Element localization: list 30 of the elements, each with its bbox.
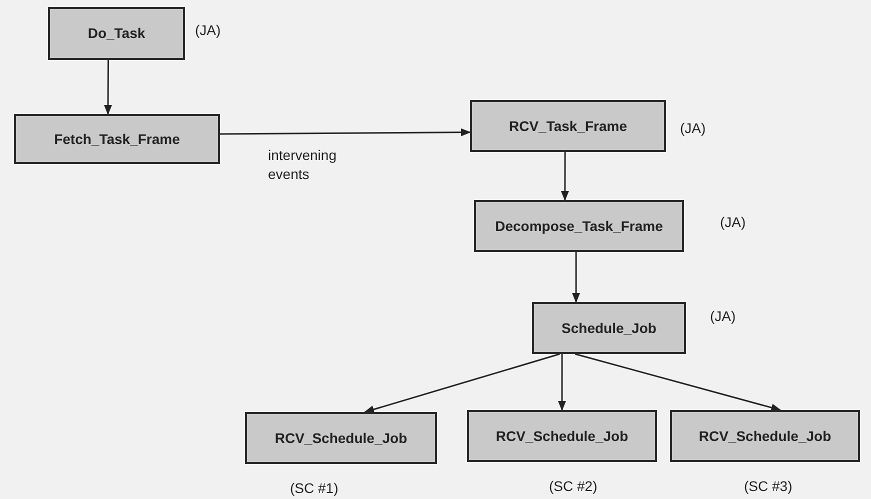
role-note: (SC #2) [549, 477, 598, 496]
process-box [467, 410, 657, 462]
node-label: RCV_Schedule_Job [698, 426, 832, 446]
role-note: (SC #1) [290, 479, 338, 498]
arrow [574, 353, 782, 412]
arrow [558, 354, 566, 411]
role-note: (JA) [680, 119, 706, 138]
process-box [14, 114, 220, 164]
role-note: (JA) [195, 21, 221, 40]
process-box [670, 410, 860, 462]
node-label: Decompose_Task_Frame [495, 216, 663, 236]
node-label: Schedule_Job [562, 318, 656, 338]
process-box [470, 100, 666, 152]
arrow [220, 128, 471, 136]
process-box [48, 7, 185, 60]
node-label: Fetch_Task_Frame [54, 130, 180, 148]
arrow [104, 60, 112, 115]
node-label: RCV_Schedule_Job [274, 428, 408, 448]
process-box [245, 412, 437, 464]
process-box [474, 200, 684, 252]
process-box [532, 302, 686, 354]
arrow [560, 152, 569, 201]
arrow [572, 252, 580, 303]
role-note: (SC #3) [744, 477, 792, 496]
role-note: (JA) [720, 213, 746, 232]
node-label: Do_Task [88, 24, 146, 43]
arrow [364, 353, 560, 414]
node-label: RCV_Task_Frame [508, 116, 628, 136]
node-label: RCV_Schedule_Job [496, 426, 628, 446]
role-note: (JA) [710, 307, 736, 326]
